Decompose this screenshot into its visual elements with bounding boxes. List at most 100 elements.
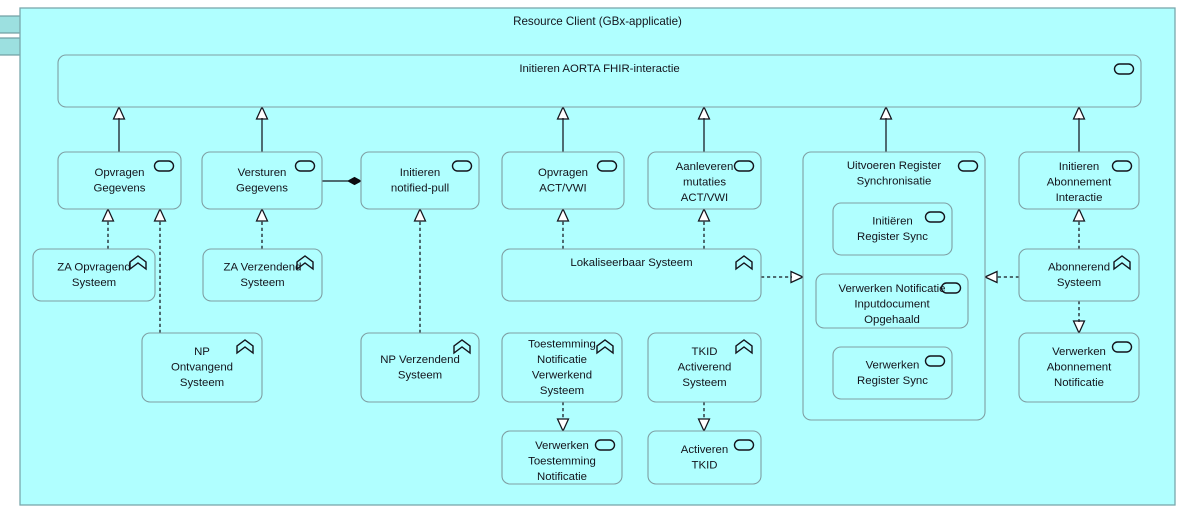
node-lokaliseerbaar-systeem[interactable]: Lokaliseerbaar Systeem (501, 248, 762, 302)
grouping-tab-2-icon (0, 37, 23, 56)
node-label-line: Toestemming (528, 456, 596, 468)
relationship-aanleveren-mutaties-to-initieren-aorta[interactable] (697, 105, 711, 152)
node-label-line: Systeem (72, 277, 116, 289)
application-role-icon (735, 339, 753, 355)
node-label-line: Abonnerend (1048, 261, 1110, 273)
node-label-line: Synchronisatie (857, 176, 932, 188)
relationship-initieren-abonnement-interactie-to-initieren-aorta[interactable] (1072, 105, 1086, 152)
node-shape (1018, 248, 1140, 302)
relationship-za-verzendend-systeem-to-versturen-gegevens[interactable] (255, 207, 269, 249)
node-label-line: Aanleveren (676, 161, 734, 173)
node-label-line: mutaties (683, 177, 726, 189)
node-shape (141, 332, 263, 403)
relationship-abonnerend-systeem-to-initieren-abonnement-interactie[interactable] (1072, 207, 1086, 249)
node-shape (32, 248, 156, 302)
relationship-opvragen-gegevens-to-initieren-aorta[interactable] (112, 105, 126, 152)
node-label-line: Initieren (400, 167, 441, 179)
node-label-line: Interactie (1056, 192, 1103, 204)
rounded-pill-icon (594, 439, 616, 451)
node-label-line: Gegevens (236, 182, 288, 194)
node-label-line: Activerend (678, 362, 732, 374)
node-label-line: Abonnement (1047, 177, 1112, 189)
relationship-abonnerend-systeem-to-verwerken-abonnement-notificatie[interactable] (1072, 301, 1086, 335)
node-label-line: NP Verzendend (380, 354, 460, 366)
relationship-lokaliseerbaar-systeem-to-opvragen-act-vwi[interactable] (556, 207, 570, 249)
application-role-icon (296, 255, 314, 271)
node-label-line: Opvragen (94, 167, 144, 179)
node-label-line: Verwerkend (532, 369, 592, 381)
application-role-icon (735, 255, 753, 271)
node-label-line: Notificatie (1054, 377, 1104, 389)
node-label-line: Systeem (240, 277, 284, 289)
node-label-line: Systeem (1057, 277, 1101, 289)
relationship-uitvoeren-register-sync-to-initieren-aorta[interactable] (879, 105, 893, 152)
rounded-pill-icon (1111, 341, 1133, 353)
rounded-pill-icon (1111, 160, 1133, 172)
relationship-lokaliseerbaar-systeem-to-uitvoeren-register-sync[interactable] (761, 270, 805, 284)
application-role-icon (453, 339, 471, 355)
hollow-triangle-arrowhead-icon (556, 207, 570, 222)
relationship-versturen-gegevens-to-initieren-aorta[interactable] (255, 105, 269, 152)
grouping-label: Resource Client (GBx-applicatie) (513, 15, 682, 28)
node-label-line: Register Sync (857, 375, 928, 387)
node-shape (201, 151, 323, 210)
node-shape (501, 151, 625, 210)
relationship-layer (101, 105, 1086, 433)
relationship-np-ontvangend-systeem-to-opvragen-gegevens[interactable] (153, 207, 167, 333)
relationship-toestemming-notificatie-verwerkend-to-verwerken-toestemming-notificatie[interactable] (556, 402, 570, 433)
node-shape (815, 273, 969, 329)
node-label-line: Abonnement (1047, 362, 1112, 374)
relationship-versturen-gegevens-to-initieren-notified-pull[interactable] (322, 176, 363, 186)
relationship-opvragen-act-vwi-to-initieren-aorta[interactable] (556, 105, 570, 152)
node-label-line: Notificatie (537, 354, 587, 366)
node-shape (57, 151, 182, 210)
node-label-line: NP (194, 346, 210, 358)
relationship-tkid-activerend-systeem-to-activeren-tkid[interactable] (697, 402, 711, 433)
rounded-pill-icon (957, 160, 979, 172)
relationship-lokaliseerbaar-systeem-to-aanleveren-mutaties[interactable] (697, 207, 711, 249)
hollow-triangle-arrowhead-icon (556, 418, 570, 433)
rounded-pill-icon (940, 282, 962, 294)
node-label-line: ACT/VWI (681, 192, 728, 204)
node-label-line: Lokaliseerbaar Systeem (570, 257, 692, 269)
relationship-za-opvragend-systeem-to-opvragen-gegevens[interactable] (101, 207, 115, 249)
hollow-triangle-arrowhead-icon (697, 207, 711, 222)
rounded-pill-icon (733, 160, 755, 172)
relationship-np-verzendend-systeem-to-initieren-notified-pull[interactable] (413, 207, 427, 333)
node-initieren-aorta[interactable]: Initieren AORTA FHIR-interactie (57, 54, 1142, 108)
hollow-triangle-arrowhead-icon (153, 207, 167, 222)
relationship-abonnerend-systeem-to-uitvoeren-register-sync[interactable] (983, 270, 1019, 284)
node-shape (501, 332, 623, 403)
application-role-icon (236, 339, 254, 355)
node-label-line: Verwerken (535, 440, 589, 452)
node-label-line: ACT/VWI (539, 182, 586, 194)
application-role-icon (129, 255, 147, 271)
rounded-pill-icon (294, 160, 316, 172)
node-shape (360, 151, 480, 210)
node-verwerken-notificatie-inputdocument[interactable]: Verwerken NotificatieInputdocumentOpgeha… (815, 273, 969, 329)
node-label-line: Verwerken Notificatie (839, 283, 946, 295)
node-shape (1018, 151, 1140, 210)
node-shape (360, 332, 480, 403)
node-label-line: Uitvoeren Register (847, 160, 942, 172)
node-label-line: Register Sync (857, 231, 928, 243)
